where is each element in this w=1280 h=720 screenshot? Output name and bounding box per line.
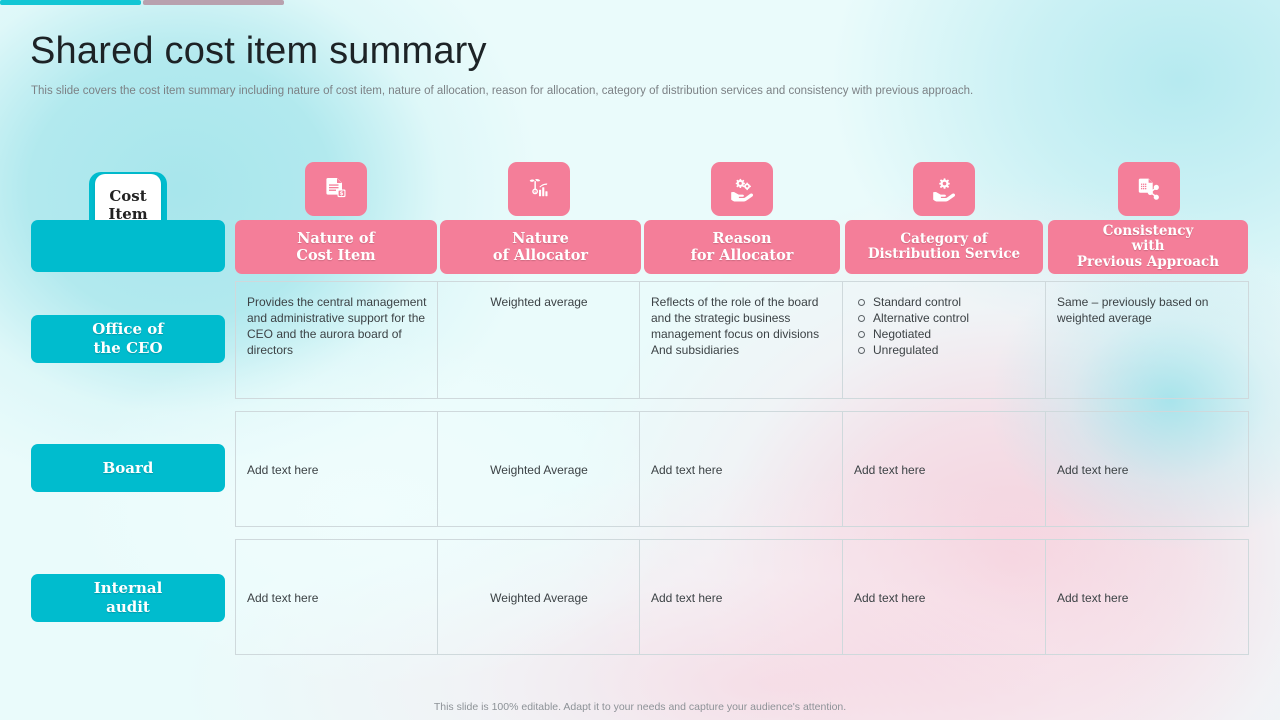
cost-item-label-line2: Item (108, 205, 148, 223)
cell-nature-of-allocator[interactable]: Weighted Average (438, 412, 640, 526)
svg-text:$: $ (534, 190, 536, 194)
top-accent-bars (0, 0, 1280, 6)
cost-item-label: Cost Item (108, 187, 147, 223)
hand-gear-icon (931, 176, 958, 203)
column-header-category-of-distribution-service[interactable]: Category of Distribution Service (845, 220, 1043, 274)
list-item: Negotiated (854, 326, 1035, 342)
rail-header-pill (31, 220, 225, 272)
column-header-line1: Nature of (297, 230, 375, 247)
column-header-line3: Previous Approach (1076, 253, 1220, 270)
cell-nature-of-cost-item[interactable]: Provides the central management and admi… (236, 282, 438, 398)
page-subtitle: This slide covers the cost item summary … (31, 85, 974, 97)
rail-item-line2: audit (106, 598, 150, 616)
rail-item-line1: Internal (93, 579, 163, 597)
list-item: Standard control (854, 294, 1035, 310)
column-icon-badge-3 (711, 162, 773, 216)
rail-item-line1: Office of (92, 320, 164, 338)
column-header-line1: Category of (900, 230, 988, 247)
hand-gears-icon (729, 176, 756, 203)
cell-category-of-distribution-service[interactable]: Standard control Alternative control Neg… (843, 282, 1046, 398)
growth-chart-icon: $ (526, 176, 552, 202)
document-share-icon (1136, 176, 1162, 202)
cell-nature-of-cost-item[interactable]: Add text here (236, 540, 438, 654)
svg-text:$: $ (340, 191, 344, 197)
column-icon-badge-5 (1118, 162, 1180, 216)
page-title: Shared cost item summary (30, 30, 487, 72)
cell-consistency-with-previous-approach[interactable]: Add text here (1057, 463, 1129, 477)
column-header-consistency-with-previous-approach[interactable]: Consistency with Previous Approach (1048, 220, 1248, 274)
column-icon-badge-1: $ (305, 162, 367, 216)
column-header-line2: with (1131, 238, 1165, 255)
cost-item-label-line1: Cost (109, 187, 147, 205)
cell-reason-for-allocator[interactable]: Reflects of the role of the board and th… (640, 282, 843, 398)
table-row[interactable]: Add text here Weighted Average Add text … (235, 411, 1249, 527)
column-icon-badge-4 (913, 162, 975, 216)
background-wash-teal-right (990, 250, 1280, 550)
category-bullet-list: Standard control Alternative control Neg… (854, 294, 1035, 358)
cell-category-of-distribution-service[interactable]: Add text here (843, 412, 1046, 526)
top-accent-bar-teal (0, 0, 141, 5)
column-header-nature-of-allocator[interactable]: Nature of Allocator (440, 220, 641, 274)
list-item: Alternative control (854, 310, 1035, 326)
cell-category-of-distribution-service[interactable]: Add text here (843, 540, 1046, 654)
rail-item-office-of-the-ceo[interactable]: Office of the CEO (31, 315, 225, 363)
column-header-reason-for-allocator[interactable]: Reason for Allocator (644, 220, 840, 274)
cell-nature-of-cost-item[interactable]: Add text here (236, 412, 438, 526)
column-header-line1: Nature (512, 230, 569, 247)
table-row[interactable]: Provides the central management and admi… (235, 281, 1249, 399)
table-row[interactable]: Add text here Weighted Average Add text … (235, 539, 1249, 655)
cell-reason-for-allocator[interactable]: Add text here (640, 540, 843, 654)
rail-item-line1: Board (102, 458, 154, 477)
rail-item-internal-audit[interactable]: Internal audit (31, 574, 225, 622)
rail-item-line2: the CEO (93, 339, 163, 357)
column-header-line2: of Allocator (492, 247, 589, 264)
list-item: Unregulated (854, 342, 1035, 358)
cell-text-line1: Reflects of the role of the board and th… (651, 295, 820, 341)
cell-text-line2: And subsidiaries (651, 343, 740, 357)
top-accent-bar-rose (143, 0, 284, 5)
cell-nature-of-allocator[interactable]: Weighted Average (438, 540, 640, 654)
column-header-line2: Distribution Service (867, 246, 1021, 262)
rail-item-board[interactable]: Board (31, 444, 225, 492)
cell-consistency-with-previous-approach[interactable]: Same – previously based on weighted aver… (1057, 295, 1209, 325)
background-wash-light-middle (60, 330, 680, 690)
column-header-line1: Consistency (1102, 222, 1194, 239)
footer-note: This slide is 100% editable. Adapt it to… (433, 701, 847, 713)
column-header-nature-of-cost-item[interactable]: Nature of Cost Item (235, 220, 437, 274)
cell-reason-for-allocator[interactable]: Add text here (640, 412, 843, 526)
cell-consistency-with-previous-approach[interactable]: Add text here (1057, 591, 1129, 605)
document-money-icon: $ (323, 176, 349, 202)
cell-nature-of-allocator[interactable]: Weighted average (438, 282, 640, 398)
column-header-line2: for Allocator (690, 247, 794, 264)
column-icon-badge-2: $ (508, 162, 570, 216)
column-header-line2: Cost Item (296, 247, 376, 264)
column-header-line1: Reason (712, 230, 772, 247)
